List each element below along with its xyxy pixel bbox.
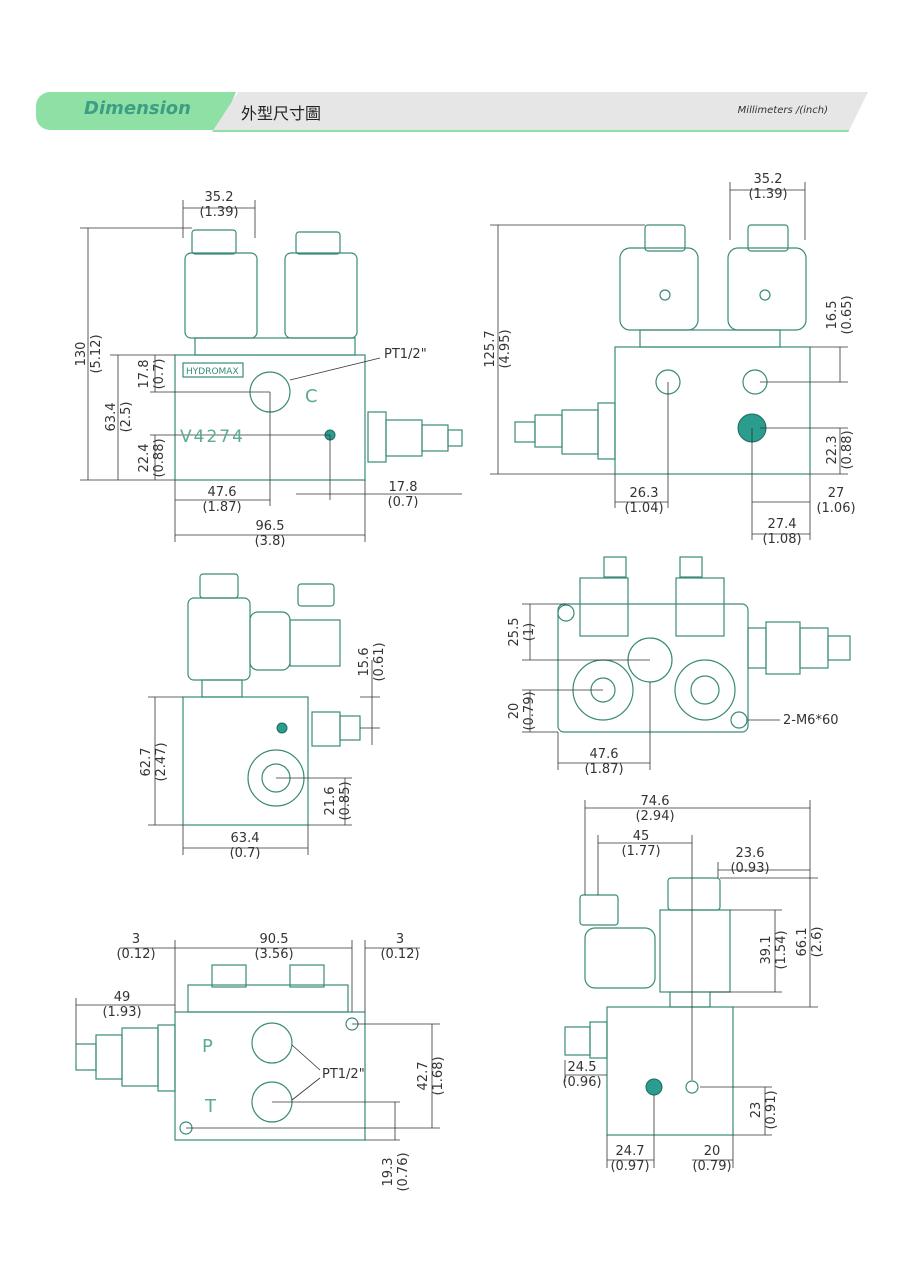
dim-value: 20 [704,1144,721,1159]
dim-value: 74.6 [641,794,670,809]
dim-inch: (0.79) [692,1159,731,1174]
dim-inch: (1) [522,623,537,641]
dim-inch: (3.8) [255,534,286,549]
dim-value: 125.7 [483,330,498,367]
label-pt2: PT1/2" [322,1067,365,1082]
dim-value: 66.1 [795,928,810,957]
dim-value: 23.6 [736,846,765,861]
label-c: C [305,386,318,407]
dim-inch: (0.7) [230,846,261,861]
dim-value: 39.1 [759,936,774,965]
dim-value: 63.4 [231,831,260,846]
header-green-tab [36,92,236,130]
dim-inch: (0.7) [388,495,419,510]
dim-value: 17.8 [389,480,418,495]
label-port-p: P [202,1036,213,1057]
dim-value: 19.3 [381,1158,396,1187]
dim-inch: (0.76) [396,1152,411,1191]
dim-value: 130 [74,342,89,367]
view-front-right [514,224,811,475]
label-model: V4274 [180,427,245,447]
dim-value: 22.4 [137,444,152,473]
dim-inch: (0.79) [522,691,537,730]
dim-value: 17.8 [137,360,152,389]
dim-value: 24.5 [568,1060,597,1075]
dim-inch: (0.96) [562,1075,601,1090]
dim-value: 47.6 [208,485,237,500]
view-side-left [182,573,361,826]
dim-value: 15.6 [357,648,372,677]
view-bottom-right [564,877,734,1136]
dim-inch: (1.08) [762,532,801,547]
header-grey-bar [212,92,868,132]
header-title-zh: 外型尺寸圖 [241,104,322,123]
dim-value: 63.4 [104,403,119,432]
dim-value: 35.2 [205,190,234,205]
dim-inch: (2.94) [635,809,674,824]
dim-inch: (0.91) [764,1090,779,1129]
dim-value: 20 [507,703,522,720]
dim-inch: (1.54) [774,930,789,969]
dim-inch: (0.7) [152,359,167,390]
dim-inch: (0.88) [152,438,167,477]
dim-inch: (1.39) [199,205,238,220]
dim-value: 16.5 [825,301,840,330]
label-port-t: T [204,1096,217,1117]
dim-value: 47.6 [590,747,619,762]
dim-value: 42.7 [416,1062,431,1091]
dim-value: 3 [396,932,404,947]
dim-inch: (1.04) [624,501,663,516]
dim-inch: (2.47) [154,742,169,781]
dim-value: 35.2 [754,172,783,187]
dim-value: 45 [633,829,650,844]
dim-inch: (0.97) [610,1159,649,1174]
dim-inch: (0.93) [730,861,769,876]
view-bottom-left [75,964,366,1141]
dim-value: 22.3 [825,436,840,465]
dim-value: 49 [114,990,131,1005]
dim-inch: (1.87) [584,762,623,777]
dimension-lines [75,182,848,1168]
dim-value: 90.5 [260,932,289,947]
dim-inch: (0.88) [840,430,855,469]
dim-inch: (1.68) [431,1056,446,1095]
dim-inch: (0.65) [840,295,855,334]
dim-inch: (1.06) [816,501,855,516]
dim-inch: (0.12) [380,947,419,962]
dim-inch: (2.6) [810,927,825,958]
dim-value: 26.3 [630,486,659,501]
label-pt1: PT1/2" [384,347,427,362]
view-top-right [557,556,851,733]
dim-inch: (0.12) [116,947,155,962]
dim-inch: (1.93) [102,1005,141,1020]
dim-value: 21.6 [323,787,338,816]
dim-value: 25.5 [507,618,522,647]
dim-value: 3 [132,932,140,947]
dim-value: 62.7 [139,748,154,777]
dim-inch: (1.87) [202,500,241,515]
header-units: Millimeters /(inch) [737,105,828,116]
dim-inch: (2.5) [119,402,134,433]
dim-inch: (0.61) [372,642,387,681]
dim-inch: (4.95) [498,329,513,368]
dim-value: 27.4 [768,517,797,532]
label-brand: HYDROMAX [186,367,239,377]
dim-inch: (1.77) [621,844,660,859]
dimension-labels: 35.2(1.39) 130(5.12) 17.8(0.7) 63.4(2.5)… [74,172,856,1192]
header-title-en: Dimension [84,98,191,119]
section-header: Dimension 外型尺寸圖 Millimeters /(inch) [36,92,868,132]
dim-value: 27 [828,486,845,501]
dim-inch: (3.56) [254,947,293,962]
dim-value: 23 [749,1102,764,1119]
dim-value: 96.5 [256,519,285,534]
dim-inch: (0.85) [338,781,353,820]
dim-inch: (1.39) [748,187,787,202]
dim-inch: (5.12) [89,334,104,373]
dim-value: 24.7 [616,1144,645,1159]
label-m6: 2-M6*60 [783,713,839,728]
